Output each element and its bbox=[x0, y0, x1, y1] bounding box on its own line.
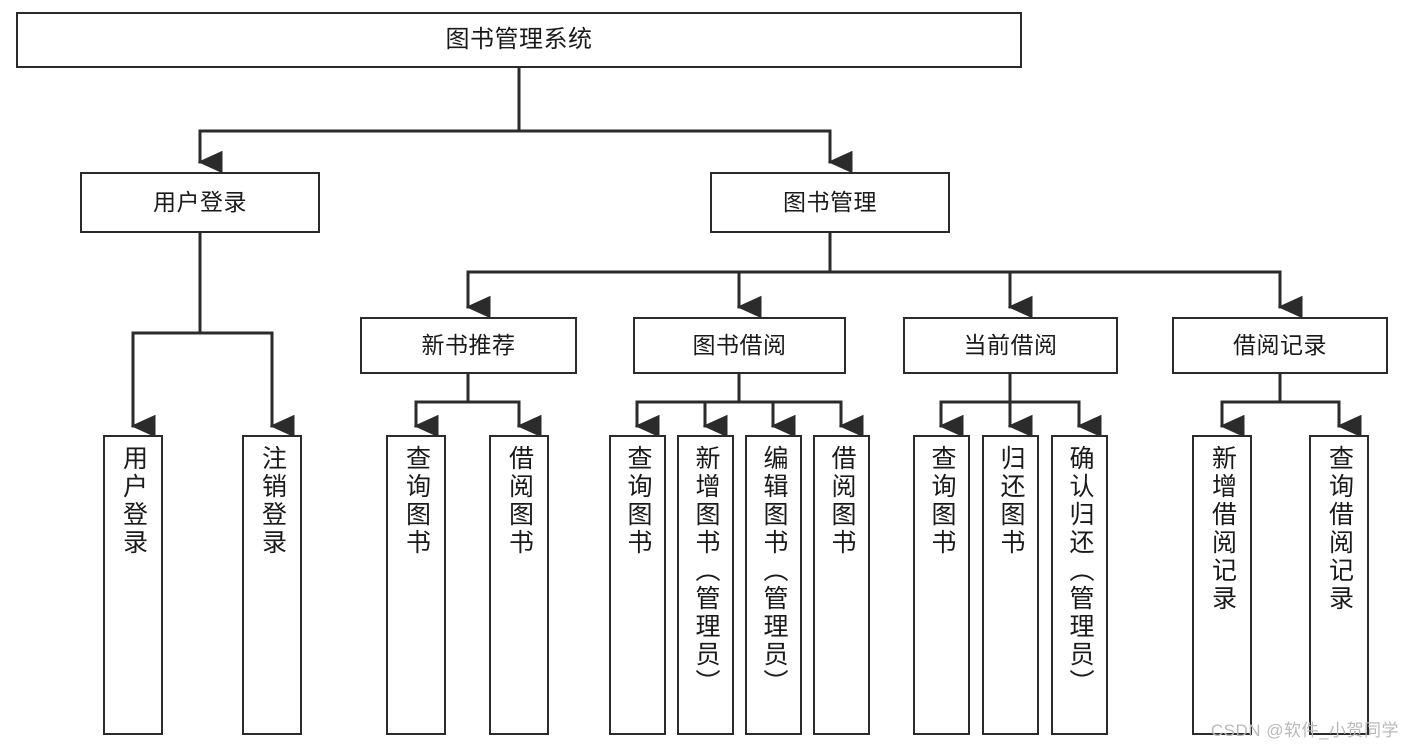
node-leaf-user-login-label: 用户登录 bbox=[119, 445, 148, 557]
node-root[interactable]: 图书管理系统 bbox=[16, 12, 1022, 68]
node-leaf-edit-book-admin[interactable]: 编辑图书（管理员） bbox=[745, 435, 802, 735]
node-book-borrow[interactable]: 图书借阅 bbox=[633, 317, 846, 374]
node-leaf-query-borrow-record[interactable]: 查询借阅记录 bbox=[1309, 435, 1369, 735]
node-leaf-return-book-label: 归还图书 bbox=[997, 445, 1025, 557]
node-borrow-record[interactable]: 借阅记录 bbox=[1172, 317, 1388, 374]
node-leaf-edit-book-admin-label: 编辑图书（管理员） bbox=[760, 445, 788, 697]
node-book-management-label: 图书管理 bbox=[783, 188, 877, 215]
node-book-borrow-label: 图书借阅 bbox=[692, 331, 787, 358]
node-current-borrow-label: 当前借阅 bbox=[963, 331, 1058, 358]
node-leaf-add-book-admin[interactable]: 新增图书（管理员） bbox=[677, 435, 734, 735]
node-user-login-label: 用户登录 bbox=[153, 188, 247, 215]
node-leaf-recommend-borrow-book[interactable]: 借阅图书 bbox=[489, 435, 549, 735]
node-leaf-logout-label: 注销登录 bbox=[258, 445, 287, 557]
node-leaf-current-query-book-label: 查询图书 bbox=[928, 445, 956, 557]
node-leaf-recommend-query-book-label: 查询图书 bbox=[402, 445, 431, 557]
node-new-book-recommend[interactable]: 新书推荐 bbox=[360, 317, 577, 374]
node-leaf-add-borrow-record-label: 新增借阅记录 bbox=[1208, 445, 1237, 613]
node-leaf-recommend-borrow-book-label: 借阅图书 bbox=[505, 445, 534, 557]
node-leaf-add-borrow-record[interactable]: 新增借阅记录 bbox=[1192, 435, 1252, 735]
node-borrow-record-label: 借阅记录 bbox=[1233, 331, 1327, 358]
node-leaf-current-query-book[interactable]: 查询图书 bbox=[913, 435, 970, 735]
node-leaf-logout[interactable]: 注销登录 bbox=[242, 435, 302, 735]
node-leaf-confirm-return-admin-label: 确认归还（管理员） bbox=[1066, 445, 1094, 697]
node-leaf-borrow-book-label: 借阅图书 bbox=[828, 445, 856, 557]
node-leaf-add-book-admin-label: 新增图书（管理员） bbox=[692, 445, 720, 697]
node-leaf-borrow-query-book[interactable]: 查询图书 bbox=[609, 435, 666, 735]
node-book-management[interactable]: 图书管理 bbox=[710, 172, 950, 233]
node-leaf-borrow-book[interactable]: 借阅图书 bbox=[813, 435, 870, 735]
node-leaf-user-login[interactable]: 用户登录 bbox=[103, 435, 163, 735]
node-new-book-recommend-label: 新书推荐 bbox=[421, 331, 516, 358]
node-user-login[interactable]: 用户登录 bbox=[80, 172, 320, 233]
node-leaf-return-book[interactable]: 归还图书 bbox=[982, 435, 1039, 735]
node-leaf-recommend-query-book[interactable]: 查询图书 bbox=[386, 435, 446, 735]
node-leaf-borrow-query-book-label: 查询图书 bbox=[624, 445, 652, 557]
node-leaf-confirm-return-admin[interactable]: 确认归还（管理员） bbox=[1051, 435, 1108, 735]
node-current-borrow[interactable]: 当前借阅 bbox=[903, 317, 1118, 374]
node-root-label: 图书管理系统 bbox=[445, 25, 593, 53]
node-leaf-query-borrow-record-label: 查询借阅记录 bbox=[1325, 445, 1354, 613]
csdn-watermark: CSDN @软件_小贺同学 bbox=[1210, 721, 1399, 740]
